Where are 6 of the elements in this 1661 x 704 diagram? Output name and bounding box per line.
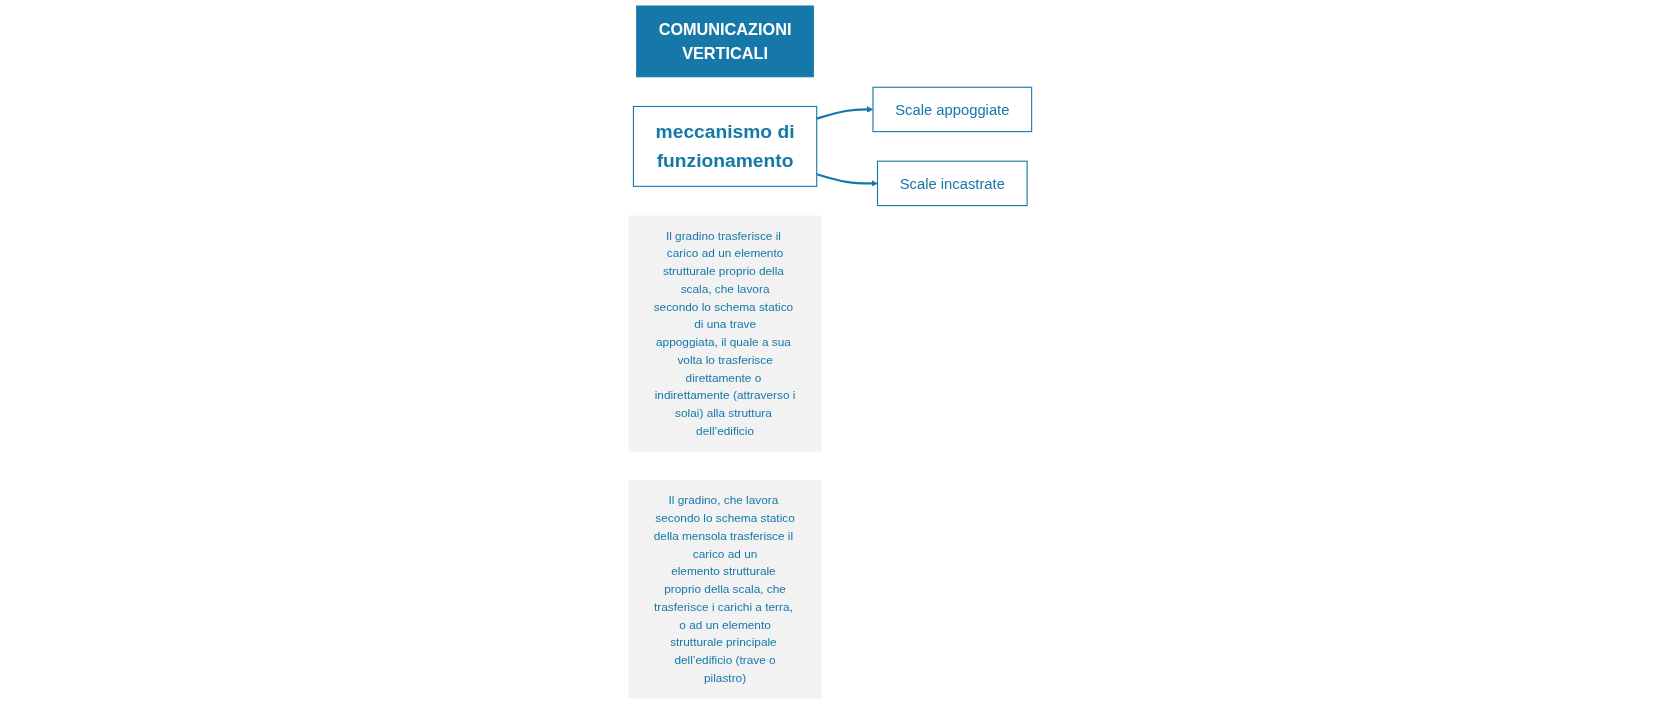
node-box: Scale incastrate xyxy=(877,160,1028,207)
arrow xyxy=(816,106,874,120)
node-box: COMUNICAZIONI VERTICALI xyxy=(636,5,815,78)
node-box: Scale appoggiate xyxy=(872,86,1033,133)
node-box: meccanismo di funzionamento xyxy=(633,105,818,187)
arrow xyxy=(816,173,878,187)
